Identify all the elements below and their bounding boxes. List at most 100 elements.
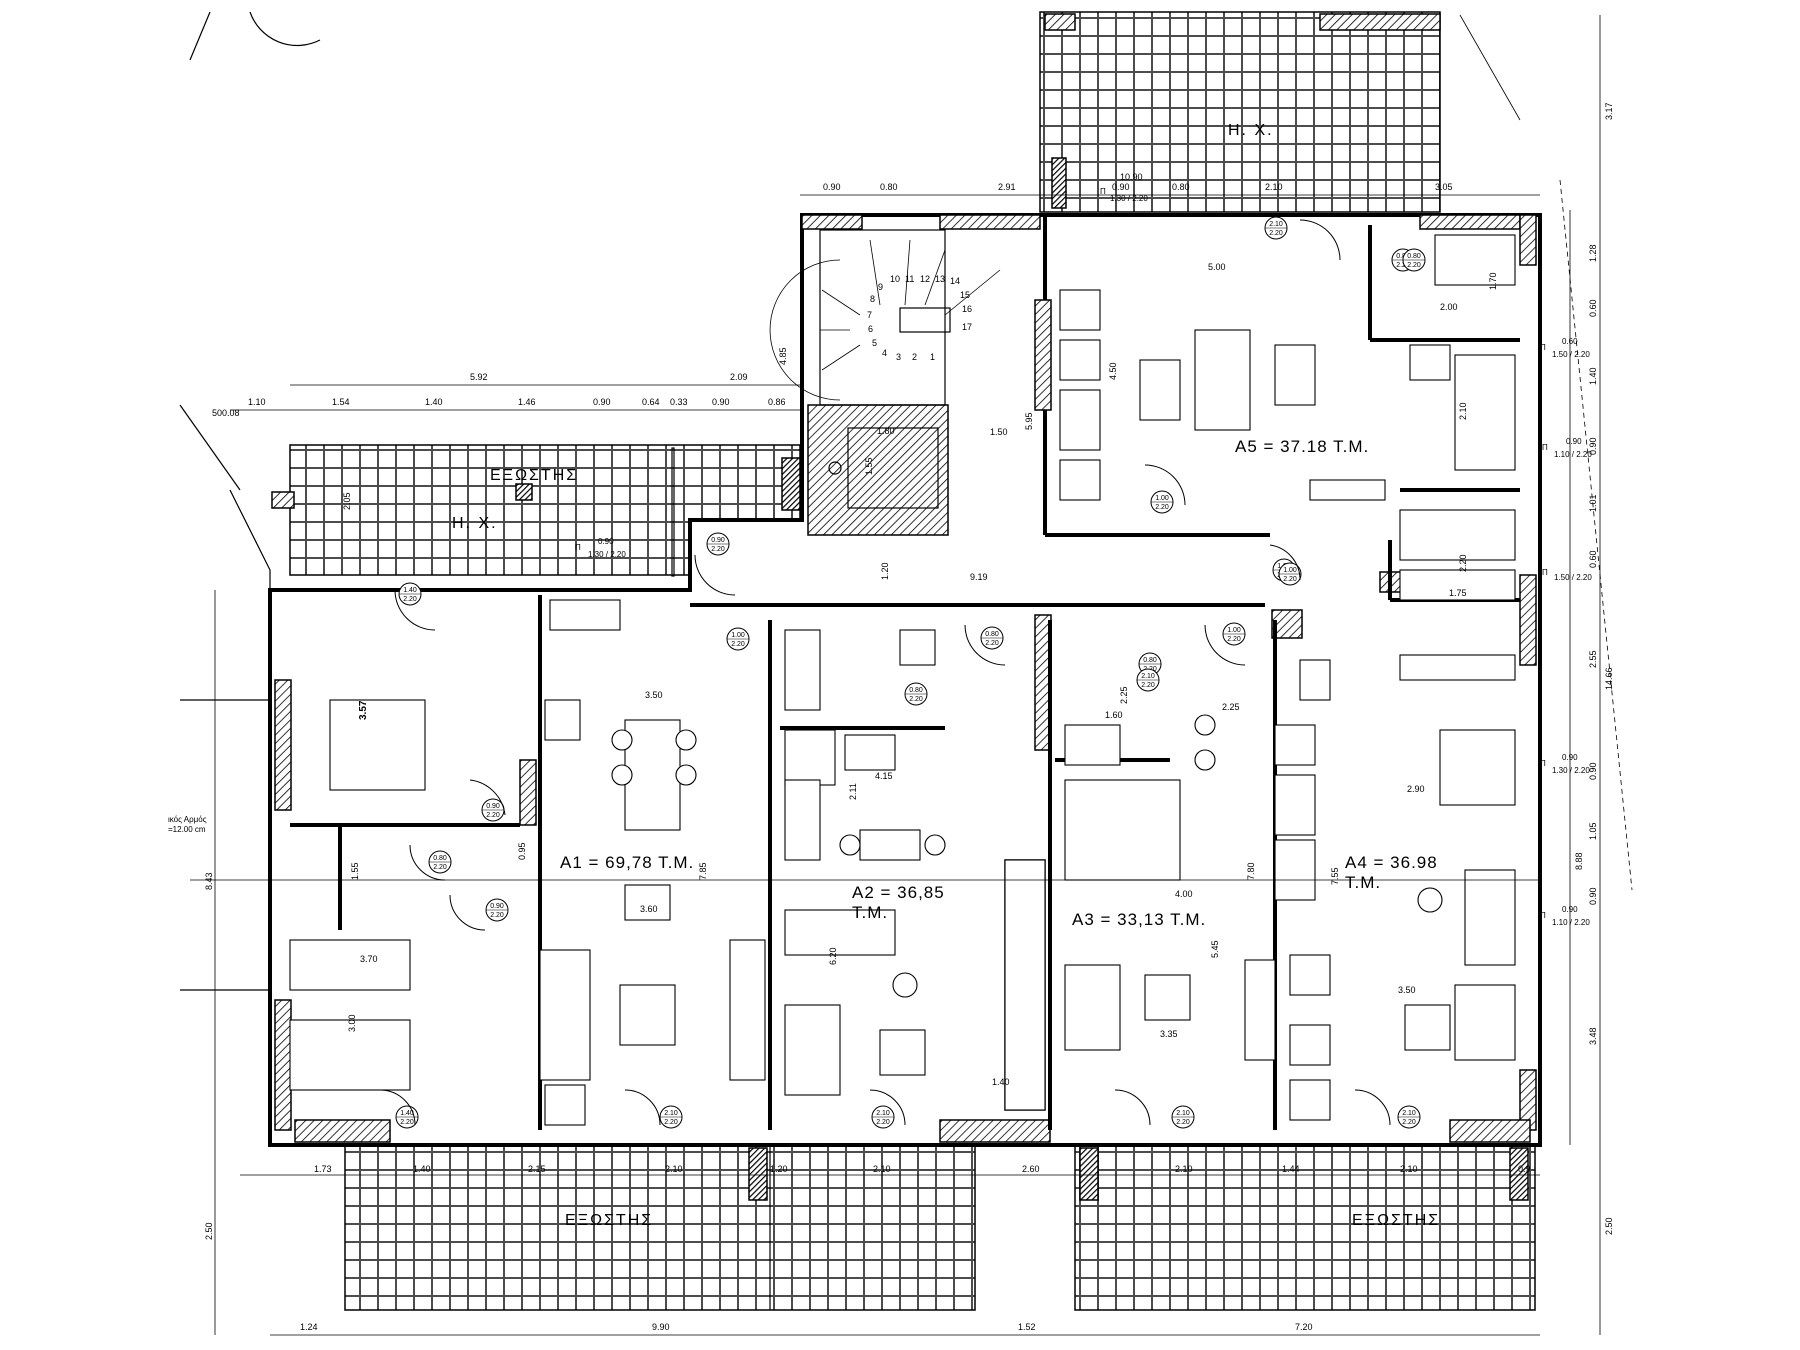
room-a4-label-unit: T.M. [1345, 873, 1381, 892]
left-dimensions: 8.43 2.50 500.08 [204, 408, 240, 1240]
svg-text:1.40: 1.40 [1588, 367, 1598, 385]
door-tag-height: 2.20 [909, 696, 923, 703]
side-note-2: =12.00 cm [168, 825, 206, 834]
site-edges [179, 11, 321, 1145]
svg-text:9.19: 9.19 [970, 572, 988, 582]
svg-text:Π: Π [575, 543, 581, 552]
door-tag: 2.102.20 [659, 1105, 683, 1129]
svg-text:3.35: 3.35 [1160, 1029, 1178, 1039]
door-tag-width: 1.00 [731, 632, 745, 639]
svg-text:2.91: 2.91 [998, 182, 1016, 192]
svg-text:0.80: 0.80 [880, 182, 898, 192]
svg-text:1.52: 1.52 [1018, 1322, 1036, 1332]
door-tag-height: 2.20 [731, 641, 745, 648]
svg-text:9: 9 [878, 282, 883, 292]
svg-text:0.90: 0.90 [598, 537, 614, 546]
svg-text:8.43: 8.43 [204, 872, 214, 890]
svg-text:2.90: 2.90 [1407, 784, 1425, 794]
svg-text:1.75: 1.75 [1449, 588, 1467, 598]
svg-text:4: 4 [882, 348, 887, 358]
svg-text:1.30 / 2.20: 1.30 / 2.20 [1552, 766, 1590, 775]
svg-text:Π: Π [1540, 911, 1546, 920]
svg-text:7.85: 7.85 [698, 862, 708, 880]
svg-text:0.90: 0.90 [1588, 762, 1598, 780]
door-tag-height: 2.20 [403, 596, 417, 603]
svg-text:Π: Π [1542, 568, 1548, 577]
svg-text:3: 3 [896, 352, 901, 362]
svg-text:9.90: 9.90 [652, 1322, 670, 1332]
door-tag-height: 2.20 [1283, 576, 1297, 583]
door-tag-height: 2.20 [1176, 1119, 1190, 1126]
row1-dimensions: 5.92 2.09 4.85 [470, 347, 788, 382]
door-tag-width: 2.10 [1402, 1110, 1416, 1117]
door-tag: 0.902.20 [481, 798, 505, 822]
svg-text:2.09: 2.09 [730, 372, 748, 382]
hx-top-label: Η. Χ. [1228, 122, 1274, 139]
door-tag-height: 2.20 [876, 1119, 890, 1126]
room-labels: A1 = 69,78 T.M. A2 = 36,85 T.M. A3 = 33,… [168, 122, 1438, 1229]
svg-text:17: 17 [962, 322, 972, 332]
door-tag-height: 2.20 [1402, 1119, 1416, 1126]
door-tag-width: 1.40 [403, 587, 417, 594]
svg-text:0.33: 0.33 [670, 397, 688, 407]
svg-text:1.50: 1.50 [990, 427, 1008, 437]
svg-text:Π: Π [1100, 187, 1106, 196]
svg-text:Π: Π [1540, 343, 1546, 352]
svg-text:15: 15 [960, 290, 970, 300]
door-tag-width: 1.00 [1155, 495, 1169, 502]
door-tag-width: 2.10 [876, 1110, 890, 1117]
svg-text:2.10: 2.10 [873, 1164, 891, 1174]
svg-text:2.10: 2.10 [1175, 1164, 1193, 1174]
hx-left-label: Η. Χ. [452, 515, 498, 532]
svg-text:2.00: 2.00 [1440, 302, 1458, 312]
svg-text:1.73: 1.73 [314, 1164, 332, 1174]
row2-dimensions: 1.10 1.54 1.40 1.46 0.90 0.64 0.33 0.90 … [248, 397, 786, 407]
svg-text:1.40: 1.40 [425, 397, 443, 407]
svg-text:1.50 / 2.20: 1.50 / 2.20 [1552, 350, 1590, 359]
room-a5-label: A5 = 37.18 T.M. [1235, 437, 1369, 456]
svg-text:0.90: 0.90 [1562, 753, 1578, 762]
svg-text:8: 8 [870, 294, 875, 304]
room-a2-label-unit: T.M. [852, 903, 888, 922]
door-tag-height: 2.20 [433, 864, 447, 871]
svg-text:2.10: 2.10 [1458, 402, 1468, 420]
door-tags: 2.102.200.802.201.002.200.902.201.002.20… [395, 216, 1426, 1129]
svg-text:5.00: 5.00 [1208, 262, 1226, 272]
svg-text:0.86: 0.86 [768, 397, 786, 407]
door-tag: 0.802.20 [1402, 248, 1426, 272]
svg-text:1.55: 1.55 [350, 862, 360, 880]
room-a3-label: A3 = 33,13 T.M. [1072, 910, 1206, 929]
svg-text:3.57: 3.57 [358, 700, 369, 720]
svg-text:1.20: 1.20 [770, 1164, 788, 1174]
door-tag-width: 0.80 [1407, 253, 1421, 260]
door-tag-height: 2.20 [490, 912, 504, 919]
svg-text:4.85: 4.85 [778, 347, 788, 365]
door-tag: 1.00 2.20 [726, 627, 750, 651]
svg-text:14: 14 [950, 276, 960, 286]
svg-text:1.40: 1.40 [992, 1077, 1010, 1087]
svg-text:4.50: 4.50 [1108, 362, 1118, 380]
svg-text:Π: Π [1540, 759, 1546, 768]
svg-text:0.80: 0.80 [1172, 182, 1190, 192]
svg-text:2.50: 2.50 [204, 1222, 214, 1240]
door-tag-width: 0.90 [490, 903, 504, 910]
staircase [769, 229, 1001, 509]
terrace-top [1039, 11, 1441, 213]
door-tag-width: 2.10 [1269, 221, 1283, 228]
svg-text:1.10: 1.10 [248, 397, 266, 407]
svg-text:6: 6 [868, 324, 873, 334]
door-tag-width: 2.10 [1141, 673, 1155, 680]
svg-text:1.30 / 2.20: 1.30 / 2.20 [1110, 194, 1148, 203]
svg-text:3.70: 3.70 [360, 954, 378, 964]
svg-text:0.90: 0.90 [1588, 887, 1598, 905]
room-a1-label: A1 = 69,78 T.M. [560, 853, 694, 872]
svg-text:2.55: 2.55 [1588, 650, 1598, 668]
door-tag-height: 2.20 [664, 1119, 678, 1126]
svg-text:10: 10 [890, 274, 900, 284]
svg-text:2.20: 2.20 [1458, 554, 1468, 572]
svg-text:0.60: 0.60 [1588, 550, 1598, 568]
svg-text:0.90: 0.90 [823, 182, 841, 192]
dimension-lines [190, 14, 1633, 1336]
door-tag-width: 0.90 [486, 803, 500, 810]
